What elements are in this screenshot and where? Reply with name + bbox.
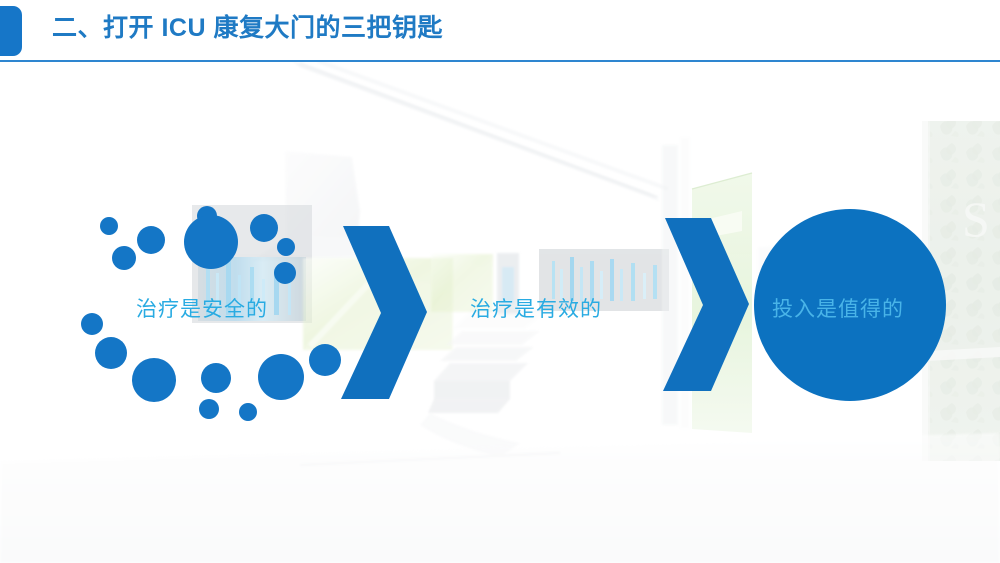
header-divider — [0, 60, 1000, 62]
ring-dot — [184, 215, 238, 269]
page-title: 二、打开 ICU 康复大门的三把钥匙 — [52, 14, 443, 42]
chevron-connector-1 — [337, 226, 429, 401]
ring-dot — [132, 358, 176, 402]
ring-dot — [81, 313, 103, 335]
ring-dot — [239, 403, 257, 421]
chevron-connector-2 — [659, 218, 751, 393]
ring-dot — [112, 246, 136, 270]
ring-dot — [95, 337, 127, 369]
step-label-2: 治疗是有效的 — [470, 298, 602, 321]
ring-dot — [277, 238, 295, 256]
ring-dot — [100, 217, 118, 235]
ring-dot — [274, 262, 296, 284]
step-label-1: 治疗是安全的 — [136, 298, 268, 321]
ring-dot — [258, 354, 304, 400]
ring-dot — [201, 363, 231, 393]
step-label-3: 投入是值得的 — [772, 298, 904, 321]
ring-dot — [250, 214, 278, 242]
process-diagram: 治疗是安全的 治疗是有效的 投入是值得的 — [0, 62, 1000, 563]
step-circle-3 — [754, 209, 946, 401]
ring-dot — [199, 399, 219, 419]
slide-header: 二、打开 ICU 康复大门的三把钥匙 — [0, 0, 1000, 62]
header-accent-bar — [0, 6, 22, 56]
ring-dot — [137, 226, 165, 254]
ring-dot — [309, 344, 341, 376]
